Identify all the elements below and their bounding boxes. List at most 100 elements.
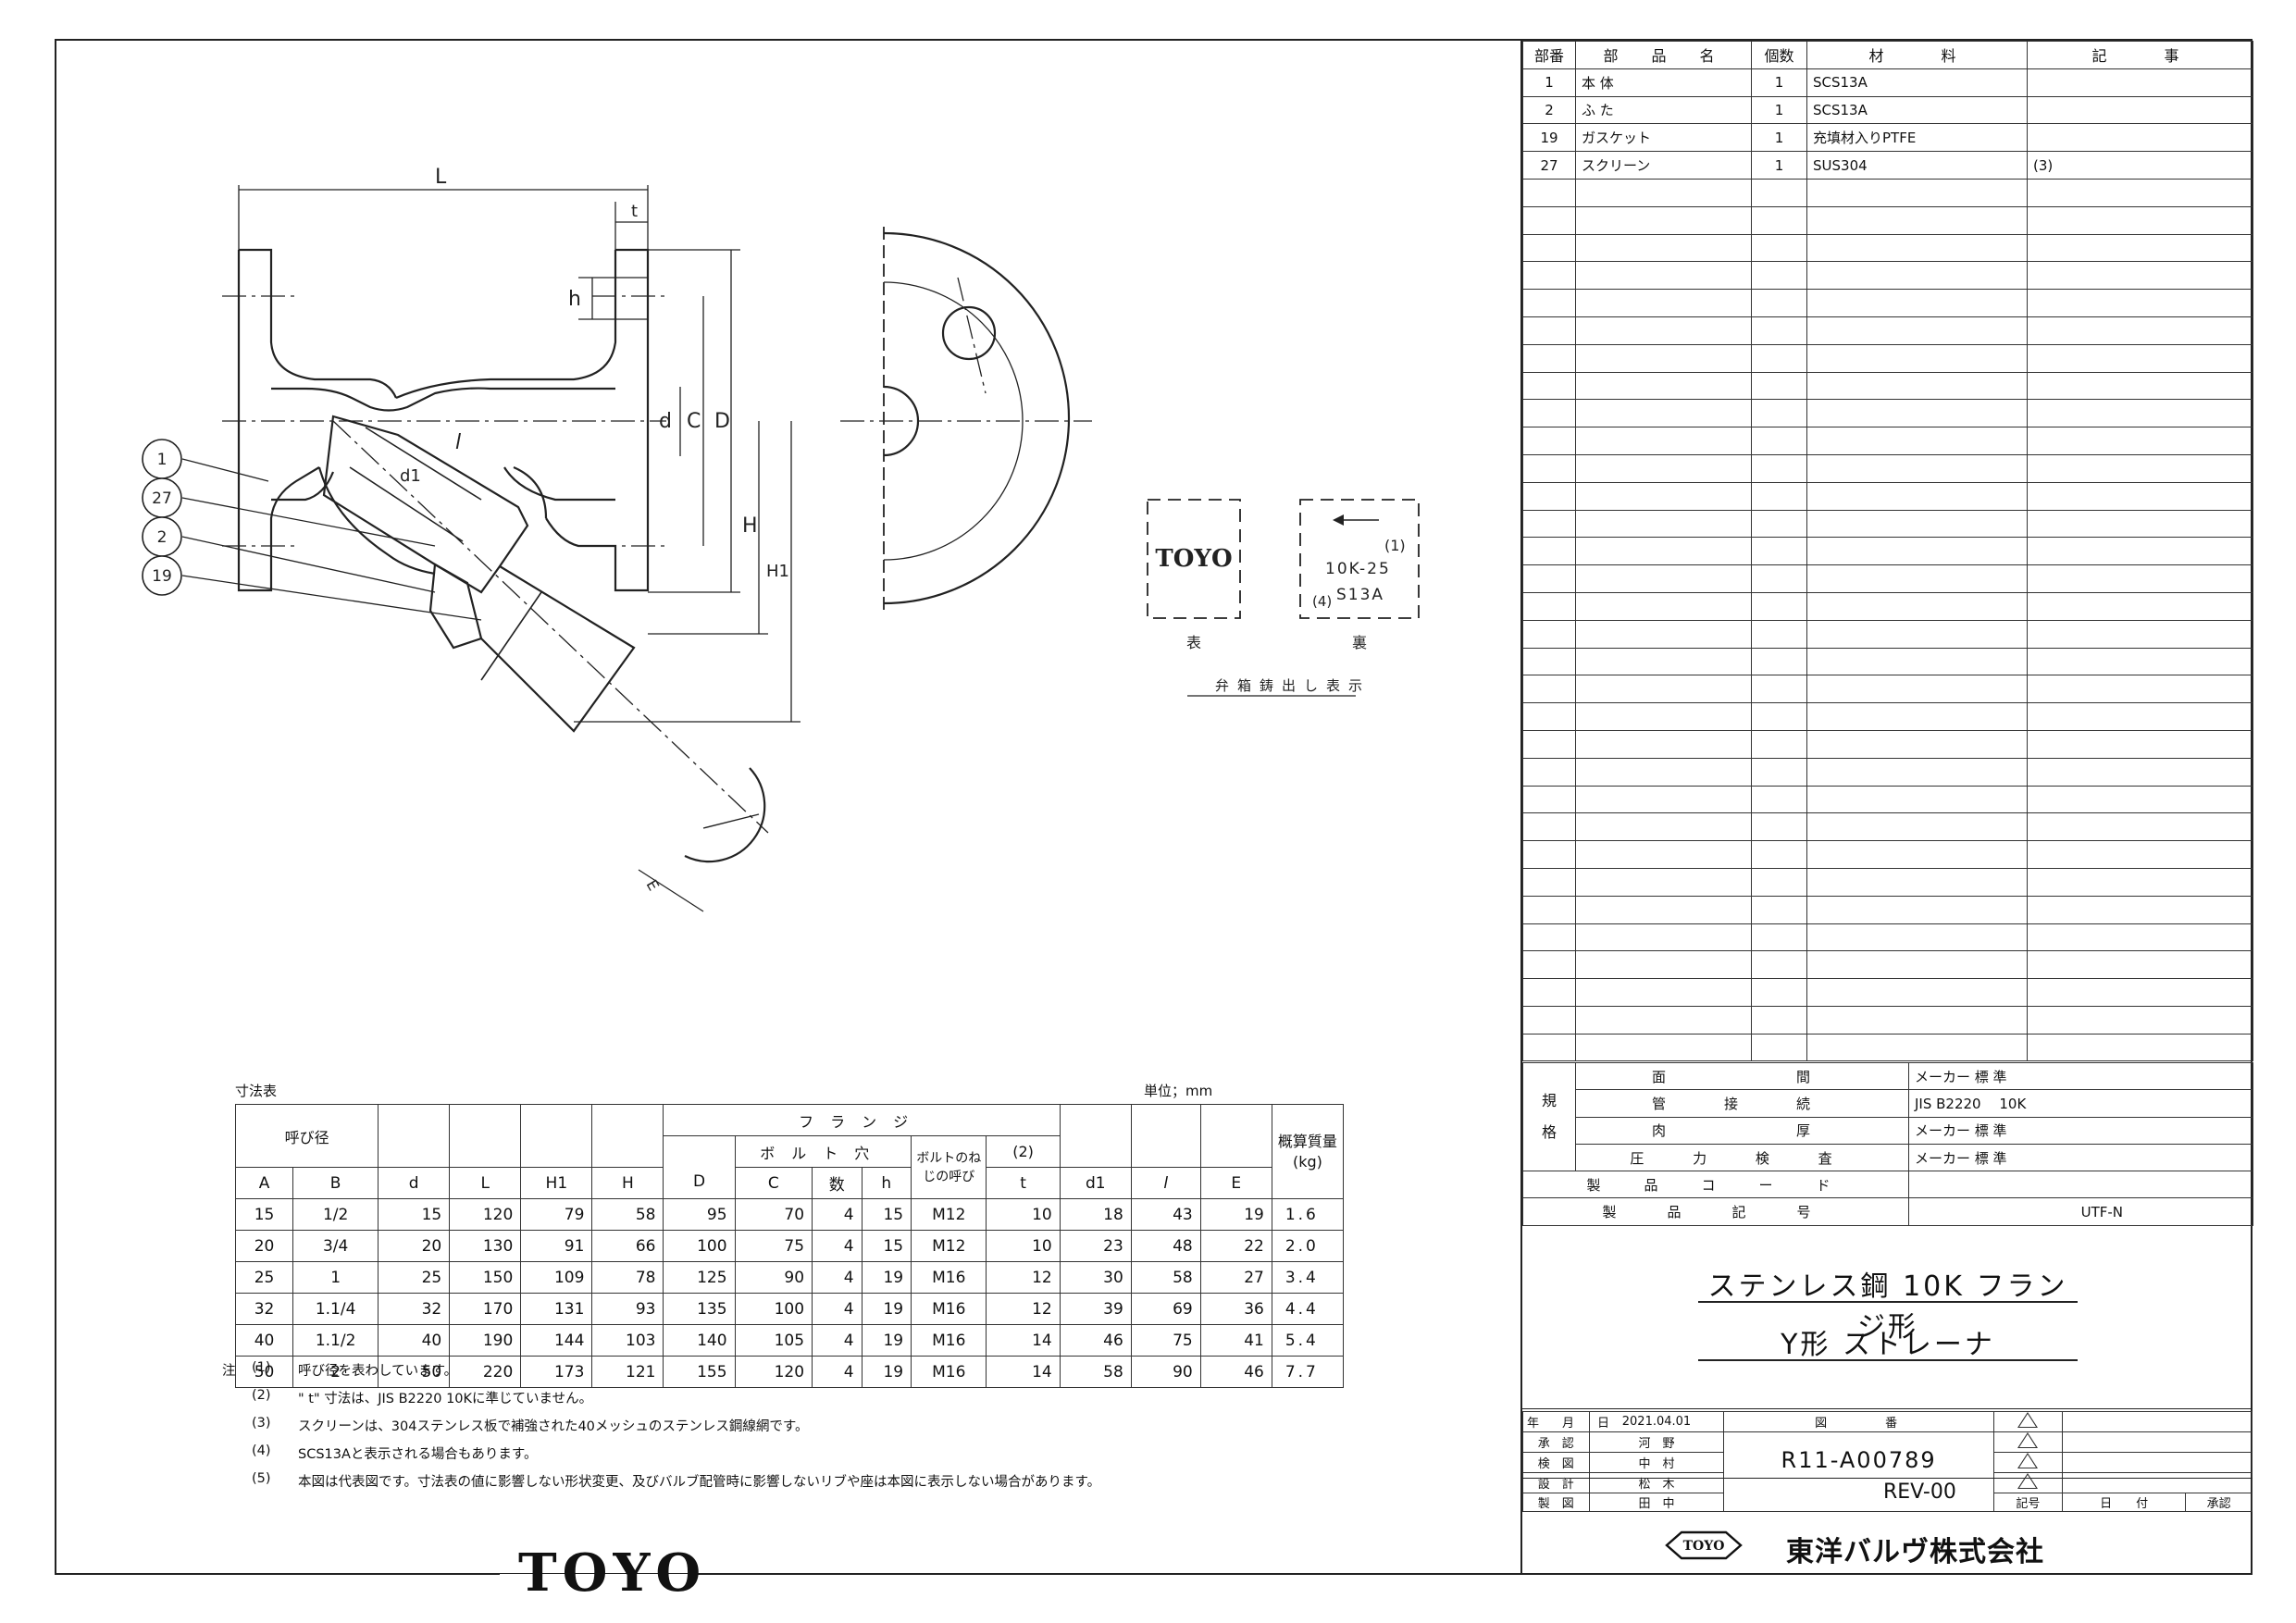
table-cell: 1.6 bbox=[1271, 1198, 1345, 1231]
table-cell: 100 bbox=[663, 1230, 736, 1262]
table-cell: M12 bbox=[911, 1198, 987, 1231]
table-cell: 32 bbox=[234, 1293, 294, 1325]
note-number: (3) bbox=[252, 1416, 271, 1431]
frame-divider bbox=[1520, 39, 1522, 1575]
dim-L: L bbox=[435, 166, 447, 189]
table-cell: 10 bbox=[986, 1198, 1061, 1231]
parts-header-material: 材 料 bbox=[1806, 41, 2028, 69]
table-cell: 19 bbox=[861, 1356, 912, 1388]
table-cell: 19 bbox=[1199, 1198, 1272, 1231]
header-nominal: 呼び径 bbox=[234, 1104, 379, 1168]
table-cell: 1.1/2 bbox=[292, 1324, 379, 1357]
table-cell: 15 bbox=[861, 1230, 912, 1262]
parts-row-empty bbox=[1522, 509, 2253, 539]
table-cell: 1/2 bbox=[292, 1198, 379, 1231]
table-cell: 190 bbox=[449, 1324, 522, 1357]
parts-row-empty bbox=[1522, 812, 2253, 842]
svg-text:TOYO: TOYO bbox=[1683, 1539, 1725, 1554]
table-cell: 125 bbox=[663, 1261, 736, 1294]
table-cell: M16 bbox=[911, 1293, 987, 1325]
table-cell: 120 bbox=[734, 1356, 813, 1388]
table-cell: 19 bbox=[861, 1324, 912, 1357]
table-cell: 27 bbox=[1199, 1261, 1272, 1294]
table-cell: 100 bbox=[734, 1293, 813, 1325]
table-cell: 58 bbox=[1059, 1356, 1132, 1388]
note-text: スクリーンは、304ステンレス板で補強された40メッシュのステンレス鋼線網です。 bbox=[298, 1419, 809, 1434]
table-cell: 144 bbox=[520, 1324, 593, 1357]
table-cell: 30 bbox=[1059, 1261, 1132, 1294]
col-d1: d1 bbox=[1059, 1167, 1132, 1199]
table-cell: 32 bbox=[378, 1293, 451, 1325]
parts-row-empty bbox=[1522, 729, 2253, 759]
table-cell: 3/4 bbox=[292, 1230, 379, 1262]
table-cell: M16 bbox=[911, 1356, 987, 1388]
table-cell: 19 bbox=[861, 1261, 912, 1294]
balloon-27: 27 bbox=[152, 489, 172, 508]
dim-d1: d1 bbox=[400, 466, 421, 486]
dim-E: E bbox=[643, 877, 664, 894]
table-cell: 75 bbox=[1130, 1324, 1201, 1357]
marking-back-label: 裏 bbox=[1352, 634, 1367, 651]
toyo-logo: TOYO bbox=[518, 1542, 707, 1604]
table-cell: 3.4 bbox=[1271, 1261, 1345, 1294]
table-cell: 69 bbox=[1130, 1293, 1201, 1325]
marking-caption: 弁箱鋳出し表示 bbox=[1215, 677, 1371, 694]
spec-table: 規格 面 間 メーカー 標 準 管 接 続 JIS B2220 10K 肉 厚 … bbox=[1522, 1061, 2253, 1226]
table-cell: 4 bbox=[812, 1356, 863, 1388]
table-cell: 140 bbox=[663, 1324, 736, 1357]
revision-triangle-icon bbox=[2017, 1412, 2039, 1428]
table-cell: 105 bbox=[734, 1324, 813, 1357]
drawing-number: R11-A00789 bbox=[1723, 1431, 1994, 1473]
table-cell: 41 bbox=[1199, 1324, 1272, 1357]
parts-row-empty bbox=[1522, 785, 2253, 814]
table-cell: 2.0 bbox=[1271, 1230, 1345, 1262]
parts-header-no: 部番 bbox=[1522, 41, 1576, 69]
parts-row-empty bbox=[1522, 316, 2253, 345]
title-line-2: Y形 ストレーナ bbox=[1781, 1329, 1995, 1361]
header-bolt-thread: ボルトのねじの呼び bbox=[911, 1135, 987, 1199]
table-cell: 15 bbox=[861, 1198, 912, 1231]
spec-group-label: 規格 bbox=[1522, 1061, 1576, 1172]
parts-row-empty bbox=[1522, 481, 2253, 511]
table-cell: 58 bbox=[1130, 1261, 1201, 1294]
table-cell: 121 bbox=[591, 1356, 664, 1388]
table-cell: 150 bbox=[449, 1261, 522, 1294]
title-line-1: ステンレス鋼 10K フランジ形 bbox=[1707, 1270, 2068, 1344]
table-cell: 50 bbox=[234, 1356, 294, 1388]
marking-back-line1: 10K-25 bbox=[1325, 560, 1391, 578]
table-cell: 22 bbox=[1199, 1230, 1272, 1262]
note-text: SCS13Aと表示される場合もあります。 bbox=[298, 1447, 538, 1462]
table-cell: 66 bbox=[591, 1230, 664, 1262]
header-bolt-hole: ボルト穴 bbox=[734, 1135, 912, 1168]
table-cell: 40 bbox=[378, 1324, 451, 1357]
product-code bbox=[1908, 1171, 2253, 1199]
col-h: h bbox=[861, 1167, 912, 1199]
col-H: H bbox=[591, 1167, 664, 1199]
dim-C: C bbox=[687, 410, 701, 433]
parts-row: 2 ふ た 1 SCS13A bbox=[1522, 95, 2253, 125]
table-cell: 7.7 bbox=[1271, 1356, 1345, 1388]
col-t: t bbox=[986, 1167, 1061, 1199]
parts-row-empty bbox=[1522, 923, 2253, 952]
parts-row-empty bbox=[1522, 289, 2253, 317]
note-number: (2) bbox=[252, 1388, 271, 1403]
table-cell: 173 bbox=[520, 1356, 593, 1388]
note-text: " t" 寸法は、JIS B2220 10Kに準じていません。 bbox=[298, 1392, 593, 1406]
table-cell: 15 bbox=[378, 1198, 451, 1231]
table-cell: 39 bbox=[1059, 1293, 1132, 1325]
col-L: L bbox=[449, 1167, 522, 1199]
dim-H1: H1 bbox=[766, 562, 789, 581]
parts-row-empty bbox=[1522, 537, 2253, 566]
table-cell: 46 bbox=[1199, 1356, 1272, 1388]
dim-D: D bbox=[714, 410, 730, 433]
parts-row-empty bbox=[1522, 564, 2253, 593]
table-cell: 1 bbox=[292, 1261, 379, 1294]
col-A: A bbox=[234, 1167, 294, 1199]
table-cell: 135 bbox=[663, 1293, 736, 1325]
table-cell: M16 bbox=[911, 1261, 987, 1294]
table-cell: 120 bbox=[449, 1198, 522, 1231]
col-count: 数 bbox=[812, 1167, 863, 1199]
marking-back-note1: (1) bbox=[1384, 537, 1406, 554]
